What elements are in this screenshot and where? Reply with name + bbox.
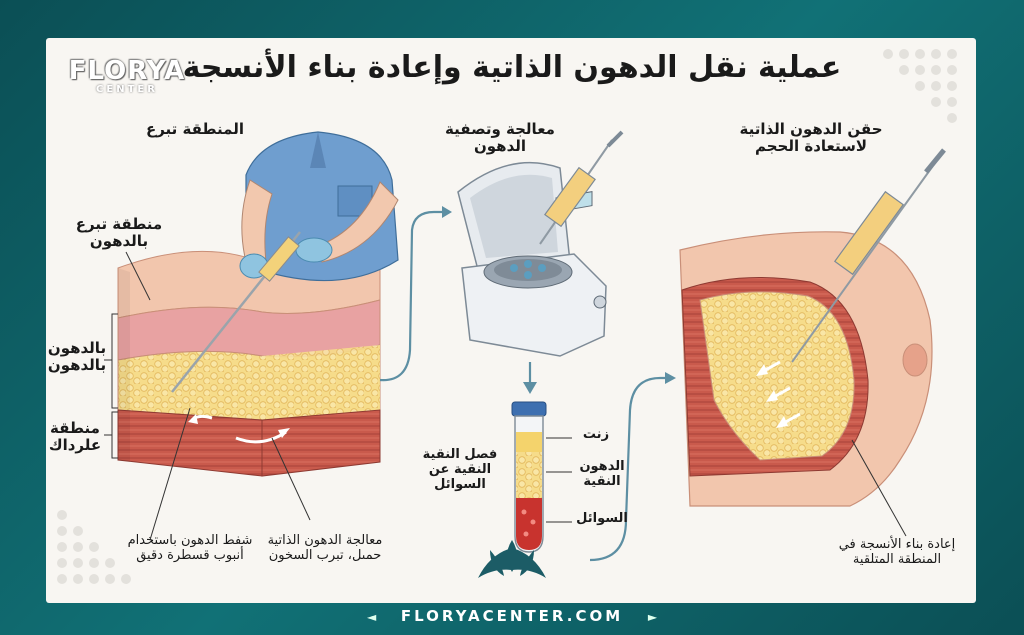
dot-grid-bottom-left: [57, 510, 131, 584]
liposuction-label: شفط الدهون باستخدام أنبوب قسطرة دقيق: [127, 533, 253, 563]
arrow-right-icon: ►: [647, 610, 658, 624]
arrow-left-icon: ◄: [366, 610, 377, 624]
brand-logo-main: FLORYA: [68, 56, 186, 86]
rebuild-label: إعادة بناء الأنسجة في المنطقة المتلقية: [838, 537, 956, 567]
lotus-icon: [478, 540, 546, 578]
brand-logo: FLORYA CENTER: [66, 56, 188, 95]
brand-logo-sub: CENTER: [96, 84, 158, 95]
recipient-tissue: [679, 231, 933, 537]
processing-header: معالجة وتصفية الدهون: [445, 120, 555, 156]
footer-url-text: FLORYACENTER.COM: [400, 607, 624, 625]
dot-grid-top-right: [883, 49, 957, 123]
arrow-icon: [379, 210, 446, 382]
layer-oil-label: زنت: [582, 427, 610, 442]
separation-label: فصل النقية النقية عن السوائل: [422, 447, 498, 492]
fat-layer-label: بالدهون بالدهون: [47, 339, 107, 375]
layer-fluid-label: السوائل: [576, 511, 628, 526]
page-title: عملية نقل الدهون الذاتية وإعادة بناء الأ…: [182, 50, 842, 85]
surgeon-figure: [171, 131, 399, 393]
layer-fat-label: الدهون النقية: [579, 459, 625, 489]
test-tube-icon: [511, 401, 572, 553]
syringe-icon: [539, 130, 624, 245]
donor-tissue-block: [117, 250, 381, 477]
syringe-icon: [791, 148, 946, 363]
donor-header: المنطقة تبرع: [145, 120, 244, 138]
label-brackets: [104, 251, 311, 541]
donor-area-label: منطقة تبرع بالدهون: [75, 215, 163, 251]
processing-note: معالجة الدهون الذاتية حمىل، تبرب السخون: [267, 533, 383, 563]
footer-url[interactable]: ◄ FLORYACENTER.COM ►: [0, 607, 1024, 625]
injection-header: حقن الدهون الذاتية لاستعادة الحجم: [739, 120, 883, 156]
zone-label: منطقة علرداك: [48, 419, 102, 455]
